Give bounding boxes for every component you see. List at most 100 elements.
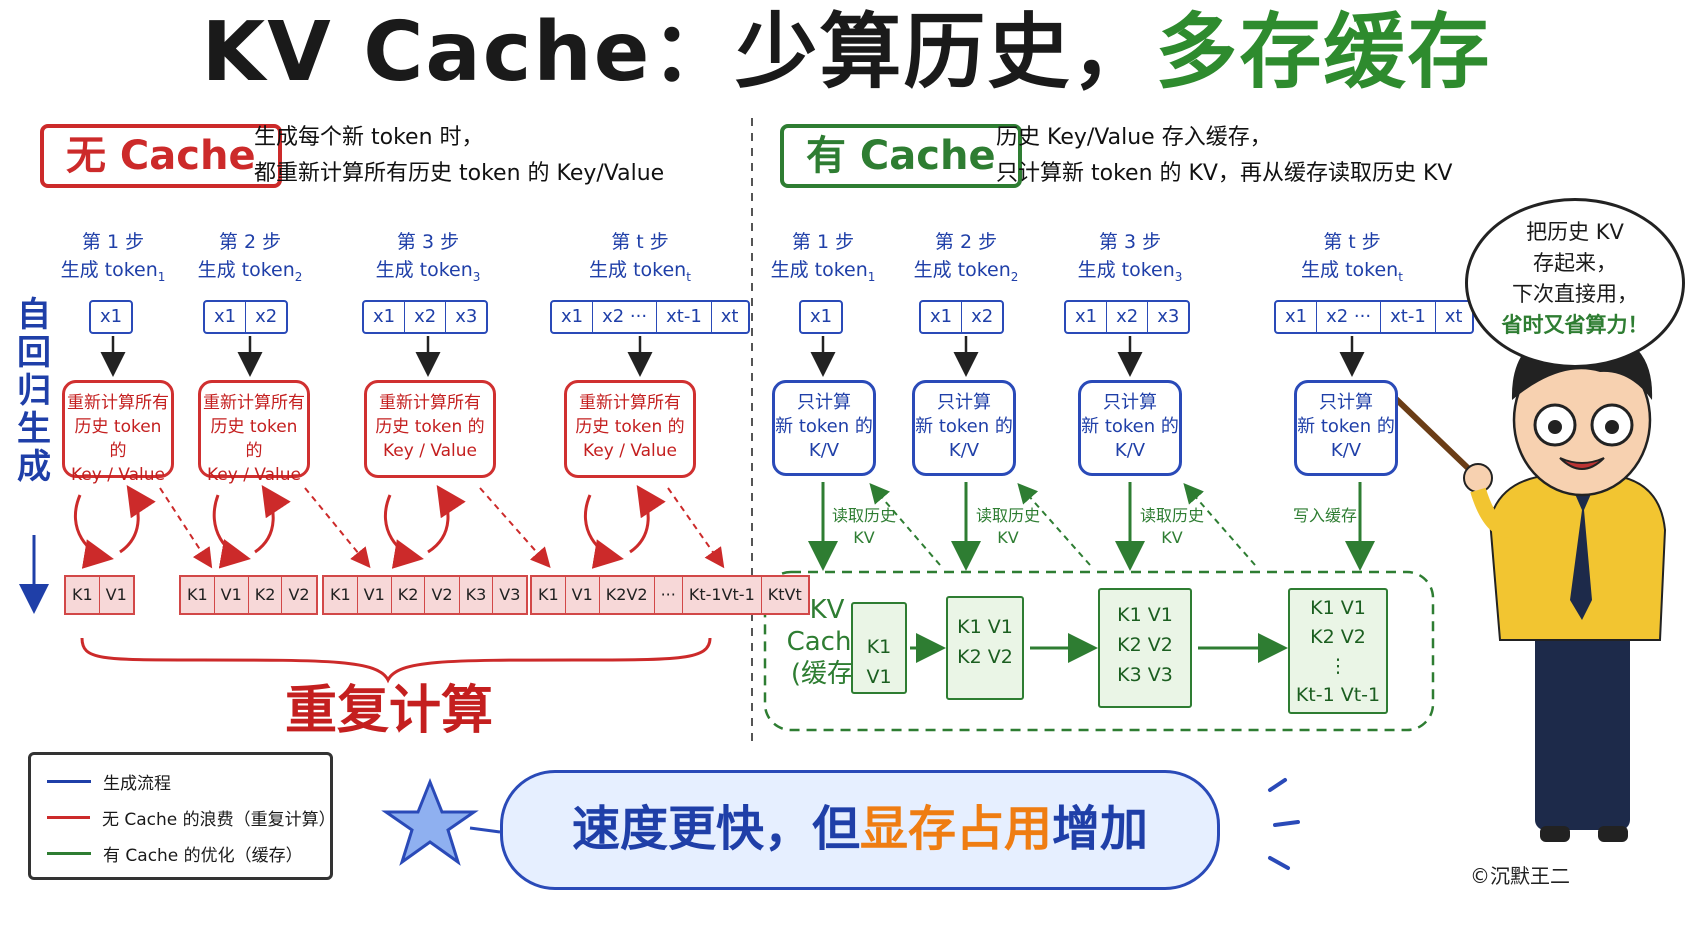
page-title: KV Cache：少算历史，多存缓存 bbox=[0, 4, 1693, 102]
box-line: 新 token 的 bbox=[775, 416, 873, 437]
kv-cell: K1 bbox=[532, 577, 566, 613]
token-cell: xt bbox=[720, 306, 739, 327]
right-step-2: 第 2 步生成 token2 bbox=[886, 228, 1046, 291]
token-cell: x3 bbox=[455, 306, 478, 327]
token-box: x1 bbox=[89, 300, 134, 334]
with-cache-tag: 有 Cache bbox=[780, 124, 1022, 188]
cache-entry: K2 V2 bbox=[1117, 634, 1173, 656]
bubble-line-highlight: 省时又省算力！ bbox=[1501, 313, 1649, 337]
no-cache-tag: 无 Cache bbox=[40, 124, 282, 188]
step-gen: 生成 token1 bbox=[743, 256, 903, 291]
step-title: 第 2 步 bbox=[218, 231, 282, 253]
box-line: 历史 token 的 bbox=[375, 417, 485, 437]
kv-cell: KtVt bbox=[767, 585, 802, 604]
step-gen-sub: t bbox=[1398, 269, 1403, 284]
cache-label-line: KV bbox=[809, 595, 845, 625]
box-line: K/V bbox=[1114, 440, 1146, 461]
box-line: 只计算 bbox=[1103, 392, 1157, 413]
step-gen: 生成 token3 bbox=[1050, 256, 1210, 291]
bubble-line: 下次直接用， bbox=[1512, 282, 1638, 306]
box-line: 新 token 的 bbox=[915, 416, 1013, 437]
kv-cell: V1 bbox=[215, 577, 249, 613]
with-cache-description: 历史 Key/Value 存入缓存， 只计算新 token 的 KV，再从缓存读… bbox=[996, 120, 1452, 192]
left-step-2: 第 2 步生成 token2 bbox=[170, 228, 330, 291]
step-gen: 生成 tokent bbox=[560, 256, 720, 291]
kv-cell: K2 bbox=[392, 577, 426, 613]
legend-item-optimize: 有 Cache 的优化（缓存） bbox=[31, 835, 330, 871]
cache-entry: K2 V2 bbox=[957, 646, 1013, 668]
with-cache-desc-line1: 历史 Key/Value 存入缓存， bbox=[996, 125, 1272, 150]
box-line: Key / Value bbox=[582, 441, 678, 461]
write-cache-label: 写入缓存 bbox=[1292, 506, 1357, 525]
legend-swatch bbox=[47, 851, 91, 855]
kv-cell: V2 bbox=[425, 577, 460, 613]
cache-entry: K1 V1 bbox=[957, 616, 1013, 638]
summary-banner: 速度更快，但显存占用增加 bbox=[500, 770, 1220, 890]
no-cache-description: 生成每个新 token 时， 都重新计算所有历史 token 的 Key/Val… bbox=[254, 120, 664, 192]
kv-cell: V1 bbox=[566, 577, 600, 613]
bubble-line: 把历史 KV bbox=[1526, 220, 1624, 244]
title-accent: 多存缓存 bbox=[1155, 5, 1492, 100]
box-line: 只计算 bbox=[1319, 392, 1373, 413]
token-cell: x1 bbox=[1066, 302, 1108, 332]
kv-cell: Kt-1Vt-1 bbox=[683, 577, 762, 613]
token-cell: x1 bbox=[810, 306, 833, 327]
token-cell: x1 bbox=[205, 302, 247, 332]
step-title: 第 t 步 bbox=[1323, 231, 1381, 253]
box-line: 重新计算所有 bbox=[379, 393, 481, 413]
step-gen-text: 生成 token bbox=[1077, 259, 1175, 281]
step-gen-sub: t bbox=[686, 269, 691, 284]
box-line: 历史 token 的 bbox=[74, 417, 162, 461]
box-line: K/V bbox=[948, 440, 980, 461]
step-gen-sub: 1 bbox=[867, 269, 876, 284]
kv-cell: K2V2 bbox=[600, 577, 655, 613]
step-title: 第 3 步 bbox=[1098, 231, 1162, 253]
step-gen-text: 生成 token bbox=[770, 259, 868, 281]
step-title: 第 1 步 bbox=[81, 231, 145, 253]
no-cache-desc-line2: 都重新计算所有历史 token 的 Key/Value bbox=[254, 161, 665, 186]
step-gen-text: 生成 token bbox=[1301, 259, 1399, 281]
box-line: Key / Value bbox=[70, 465, 166, 485]
kv-cell: V2 bbox=[288, 585, 310, 604]
box-line: 重新计算所有 bbox=[67, 393, 169, 413]
no-cache-desc-line1: 生成每个新 token 时， bbox=[254, 125, 484, 150]
kv-cell: K2 bbox=[249, 577, 283, 613]
left-step-3: 第 3 步生成 token3 bbox=[348, 228, 508, 291]
token-cell: x2 bbox=[405, 302, 447, 332]
kv-cell: V1 bbox=[105, 585, 127, 604]
step-gen: 生成 token2 bbox=[886, 256, 1046, 291]
cache-entry: K1 V1 bbox=[866, 636, 892, 688]
token-cell: x1 bbox=[1276, 302, 1318, 332]
bubble-line: 存起来， bbox=[1533, 251, 1617, 275]
step-gen-sub: 1 bbox=[157, 269, 166, 284]
kv-cell: V3 bbox=[499, 585, 521, 604]
step-title: 第 t 步 bbox=[611, 231, 669, 253]
legend: 生成流程 无 Cache 的浪费（重复计算） 有 Cache 的优化（缓存） bbox=[28, 752, 336, 880]
token-cell: x2 ··· bbox=[593, 302, 658, 332]
step-gen: 生成 tokent bbox=[1272, 256, 1432, 291]
banner-text-1: 速度更快，但 bbox=[571, 801, 860, 857]
kv-cell: K3 bbox=[460, 577, 494, 613]
title-main: KV Cache：少算历史， bbox=[201, 5, 1156, 100]
box-line: 历史 token 的 bbox=[210, 417, 298, 461]
token-box: x1 bbox=[799, 300, 844, 334]
repeat-compute-label: 重复计算 bbox=[285, 681, 494, 741]
token-cell: x2 bbox=[255, 306, 278, 327]
box-line: 重新计算所有 bbox=[203, 393, 305, 413]
box-line: K/V bbox=[1330, 440, 1362, 461]
legend-swatch bbox=[47, 779, 91, 783]
step-title: 第 3 步 bbox=[396, 231, 460, 253]
left-step-t: 第 t 步生成 tokent bbox=[560, 228, 720, 291]
